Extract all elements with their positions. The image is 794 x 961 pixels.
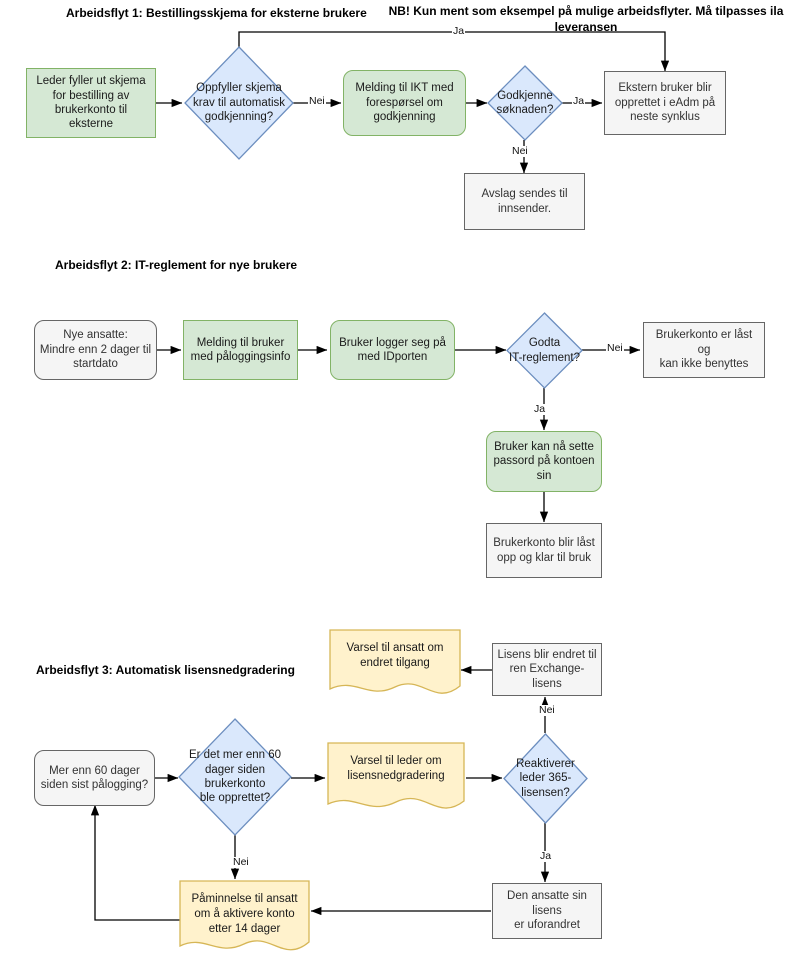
document-shape xyxy=(327,742,465,809)
node-label: Lisens blir endret til ren Exchange-lise… xyxy=(497,648,597,690)
node-bruker-sette-passord[interactable]: Bruker kan nå sette passord på kontoen s… xyxy=(486,431,602,492)
diamond-shape xyxy=(503,733,588,824)
diamond-shape xyxy=(506,312,583,389)
node-brukerkonto-last-opp[interactable]: Brukerkonto blir låst opp og klar til br… xyxy=(486,523,602,578)
node-label: Bruker logger seg på med IDporten xyxy=(339,336,446,363)
node-label: Oppfyller skjema krav til automatisk god… xyxy=(192,82,286,124)
node-label: Melding til bruker med påloggingsinfo xyxy=(190,336,291,363)
node-er-det-mer-enn-60-dager[interactable]: Er det mer enn 60 dager siden brukerkont… xyxy=(178,718,292,836)
node-den-ansatte-lisens-uforandret[interactable]: Den ansatte sin lisens er uforandret xyxy=(492,883,602,939)
node-label: Bruker kan nå sette passord på kontoen s… xyxy=(493,440,595,482)
node-bruker-logger-inn[interactable]: Bruker logger seg på med IDporten xyxy=(330,320,455,380)
workflow-note: NB! Kun ment som eksempel på mulige arbe… xyxy=(388,4,784,35)
node-melding-til-bruker[interactable]: Melding til bruker med påloggingsinfo xyxy=(183,320,298,380)
edge-label-nei-oppfyller: Nei xyxy=(308,95,326,107)
node-reaktiverer-leder-365[interactable]: Reaktiverer leder 365- lisensen? xyxy=(503,733,588,824)
edge-label-ja-reaktiverer: Ja xyxy=(539,850,553,862)
document-shape xyxy=(329,629,461,694)
node-label: Ekstern bruker blir opprettet i eAdm på … xyxy=(614,82,716,124)
node-label: Melding til IKT med forespørsel om godkj… xyxy=(355,82,454,124)
document-shape xyxy=(179,880,310,951)
edge-label-ja-top: Ja xyxy=(452,25,466,37)
node-melding-til-ikt[interactable]: Melding til IKT med forespørsel om godkj… xyxy=(343,70,466,136)
node-ekstern-bruker-opprettet[interactable]: Ekstern bruker blir opprettet i eAdm på … xyxy=(604,71,726,135)
node-godkjenne-soknaden[interactable]: Godkjenne søknaden? xyxy=(487,65,563,141)
diamond-shape xyxy=(178,718,292,836)
node-nye-ansatte[interactable]: Nye ansatte: Mindre enn 2 dager til star… xyxy=(34,320,157,380)
node-label: Varsel til leder om lisensnedgradering xyxy=(347,755,445,782)
workflow-2-title: Arbeidsflyt 2: IT-reglement for nye bruk… xyxy=(55,258,298,272)
node-label: Leder fyller ut skjema for bestilling av… xyxy=(36,75,146,131)
node-godta-it-reglement[interactable]: Godta IT-reglement? xyxy=(506,312,583,389)
node-label: Reaktiverer leder 365- lisensen? xyxy=(516,757,575,799)
node-label: Påminnelse til ansatt om å aktivere kont… xyxy=(191,893,298,935)
node-paminnelse-til-ansatt[interactable]: Påminnelse til ansatt om å aktivere kont… xyxy=(179,880,310,958)
node-label: Avslag sendes til innsender. xyxy=(481,188,568,215)
diamond-shape xyxy=(184,46,294,160)
node-label: Varsel til ansatt om endret tilgang xyxy=(346,642,444,669)
node-label: Godkjenne søknaden? xyxy=(496,89,554,116)
node-mer-enn-60-dager[interactable]: Mer enn 60 dager siden sist pålogging? xyxy=(34,750,155,806)
node-lisens-endret-exchange[interactable]: Lisens blir endret til ren Exchange-lise… xyxy=(492,643,602,696)
edge-label-nei-reglement: Nei xyxy=(606,342,624,354)
node-label: Brukerkonto blir låst opp og klar til br… xyxy=(493,537,595,564)
node-avslag-sendes[interactable]: Avslag sendes til innsender. xyxy=(464,173,585,230)
edge-label-nei-reaktiverer: Nei xyxy=(538,704,556,716)
workflow-3-title: Arbeidsflyt 3: Automatisk lisensnedgrade… xyxy=(36,663,295,677)
node-label: Den ansatte sin lisens er uforandret xyxy=(507,890,587,932)
edge-label-nei-60dager: Nei xyxy=(232,856,250,868)
edge-label-ja-reglement: Ja xyxy=(533,403,547,415)
node-label: Nye ansatte: Mindre enn 2 dager til star… xyxy=(39,329,152,371)
node-label: Godta IT-reglement? xyxy=(509,337,580,364)
node-varsel-til-leder[interactable]: Varsel til leder om lisensnedgradering xyxy=(327,742,465,814)
node-oppfyller-skjema-krav[interactable]: Oppfyller skjema krav til automatisk god… xyxy=(184,46,294,160)
workflow-1-title: Arbeidsflyt 1: Bestillingsskjema for eks… xyxy=(66,6,367,20)
node-label: Brukerkonto er låst og kan ikke benyttes xyxy=(655,329,753,371)
node-leder-fyller-ut-skjema[interactable]: Leder fyller ut skjema for bestilling av… xyxy=(26,68,156,138)
diamond-shape xyxy=(487,65,563,141)
node-label: Er det mer enn 60 dager siden brukerkont… xyxy=(188,749,282,805)
node-label: Mer enn 60 dager siden sist pålogging? xyxy=(40,764,149,791)
edge-label-nei-godkjenne: Nei xyxy=(511,145,529,157)
edge-label-ja-godkjenne: Ja xyxy=(572,95,586,107)
node-varsel-til-ansatt[interactable]: Varsel til ansatt om endret tilgang xyxy=(329,629,461,699)
node-brukerkonto-last[interactable]: Brukerkonto er låst og kan ikke benyttes xyxy=(643,322,765,378)
